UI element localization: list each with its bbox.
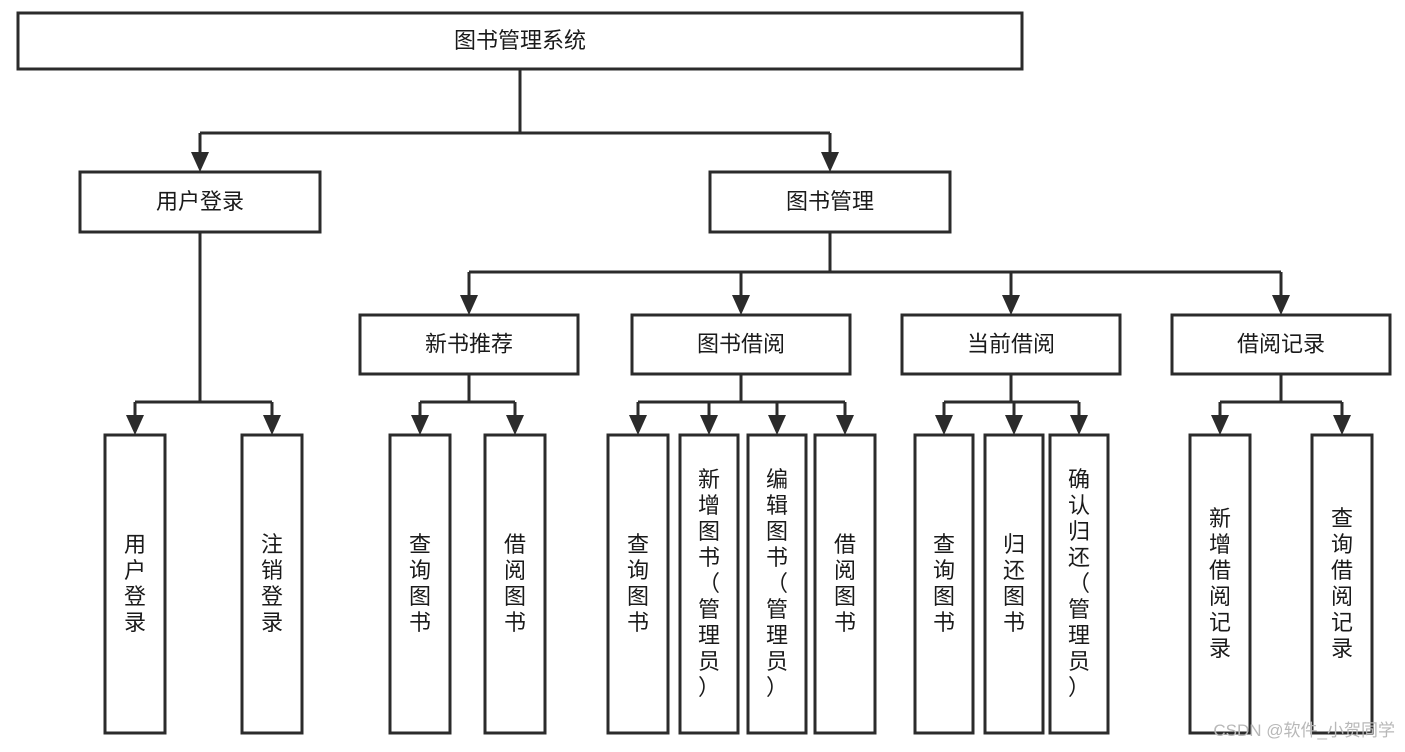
node-current-borrow[interactable]: 当前借阅: [900, 313, 1122, 376]
node-leaf-confirm-return-admin[interactable]: 确认归还（管理员）: [1048, 433, 1110, 735]
book-manage-arrow-0: [460, 295, 478, 315]
node-leaf-borrow-book-rec[interactable]: 借阅图书: [483, 433, 547, 735]
book-borrow-arrow-2: [768, 415, 786, 435]
book-manage-arrow-1: [732, 295, 750, 315]
node-leaf-query-borrow-record[interactable]: 查询借阅记录: [1310, 433, 1374, 735]
borrow-record-arrow-0: [1211, 415, 1229, 435]
node-leaf-query-book-borrow[interactable]: 查询图书: [606, 433, 670, 735]
node-box-leaf-return-book[interactable]: [983, 433, 1045, 735]
node-box-leaf-confirm-return-admin[interactable]: [1048, 433, 1110, 735]
node-label-leaf-query-book-borrow: 查询图书: [627, 532, 649, 635]
node-leaf-query-book-current[interactable]: 查询图书: [913, 433, 975, 735]
user-login-arrow-1: [263, 415, 281, 435]
node-box-book-manage[interactable]: [708, 170, 952, 234]
node-new-book-recommend[interactable]: 新书推荐: [358, 313, 580, 376]
node-layer: 图书管理系统用户登录图书管理新书推荐图书借阅当前借阅借阅记录用户登录注销登录查询…: [16, 11, 1392, 735]
node-leaf-add-borrow-record[interactable]: 新增借阅记录: [1188, 433, 1252, 735]
connector-layer: [126, 69, 1351, 435]
node-label-leaf-edit-book-admin: 编辑图书（管理员）: [766, 467, 788, 700]
node-label-user-login: 用户登录: [156, 189, 244, 214]
node-box-leaf-borrow-book-rec[interactable]: [483, 433, 547, 735]
node-root[interactable]: 图书管理系统: [16, 11, 1024, 71]
node-leaf-edit-book-admin[interactable]: 编辑图书（管理员）: [746, 433, 808, 735]
node-label-leaf-logout: 注销登录: [261, 532, 283, 635]
node-user-login[interactable]: 用户登录: [78, 170, 322, 234]
current-borrow-arrow-1: [1005, 415, 1023, 435]
borrow-record-arrow-1: [1333, 415, 1351, 435]
node-label-leaf-user-login: 用户登录: [124, 532, 146, 635]
node-label-leaf-add-borrow-record: 新增借阅记录: [1209, 506, 1231, 661]
node-box-leaf-edit-book-admin[interactable]: [746, 433, 808, 735]
node-box-new-book-recommend[interactable]: [358, 313, 580, 376]
node-box-leaf-logout[interactable]: [240, 433, 304, 735]
node-book-manage[interactable]: 图书管理: [708, 170, 952, 234]
node-box-leaf-borrow-book[interactable]: [813, 433, 877, 735]
node-label-leaf-query-book-rec: 查询图书: [409, 532, 431, 635]
node-label-leaf-borrow-book-rec: 借阅图书: [504, 532, 526, 635]
node-label-new-book-recommend: 新书推荐: [425, 331, 513, 356]
node-box-leaf-add-borrow-record[interactable]: [1188, 433, 1252, 735]
book-borrow-arrow-0: [629, 415, 647, 435]
book-borrow-arrow-3: [836, 415, 854, 435]
node-label-leaf-query-borrow-record: 查询借阅记录: [1331, 506, 1353, 661]
node-label-leaf-confirm-return-admin: 确认归还（管理员）: [1068, 467, 1090, 700]
node-box-current-borrow[interactable]: [900, 313, 1122, 376]
node-leaf-query-book-rec[interactable]: 查询图书: [388, 433, 452, 735]
node-label-leaf-add-book-admin: 新增图书（管理员）: [698, 467, 720, 700]
root-arrow-0: [191, 152, 209, 172]
node-label-leaf-query-book-current: 查询图书: [933, 532, 955, 635]
node-book-borrow[interactable]: 图书借阅: [630, 313, 852, 376]
node-borrow-record[interactable]: 借阅记录: [1170, 313, 1392, 376]
node-box-leaf-user-login[interactable]: [103, 433, 167, 735]
node-box-root[interactable]: [16, 11, 1024, 71]
node-box-leaf-query-book-rec[interactable]: [388, 433, 452, 735]
root-arrow-1: [821, 152, 839, 172]
node-label-current-borrow: 当前借阅: [967, 331, 1055, 356]
node-box-borrow-record[interactable]: [1170, 313, 1392, 376]
current-borrow-arrow-2: [1070, 415, 1088, 435]
node-box-leaf-query-book-current[interactable]: [913, 433, 975, 735]
new-book-recommend-arrow-1: [506, 415, 524, 435]
book-manage-arrow-3: [1272, 295, 1290, 315]
new-book-recommend-arrow-0: [411, 415, 429, 435]
node-leaf-add-book-admin[interactable]: 新增图书（管理员）: [678, 433, 740, 735]
user-login-arrow-0: [126, 415, 144, 435]
node-leaf-user-login[interactable]: 用户登录: [103, 433, 167, 735]
node-box-leaf-add-book-admin[interactable]: [678, 433, 740, 735]
book-borrow-arrow-1: [700, 415, 718, 435]
node-box-user-login[interactable]: [78, 170, 322, 234]
node-leaf-logout[interactable]: 注销登录: [240, 433, 304, 735]
node-leaf-borrow-book[interactable]: 借阅图书: [813, 433, 877, 735]
node-label-leaf-return-book: 归还图书: [1003, 532, 1025, 635]
current-borrow-arrow-0: [935, 415, 953, 435]
book-manage-arrow-2: [1002, 295, 1020, 315]
node-label-root: 图书管理系统: [454, 28, 586, 53]
node-label-leaf-borrow-book: 借阅图书: [834, 532, 856, 635]
node-label-book-manage: 图书管理: [786, 189, 874, 214]
node-label-book-borrow: 图书借阅: [697, 331, 785, 356]
node-leaf-return-book[interactable]: 归还图书: [983, 433, 1045, 735]
node-box-leaf-query-borrow-record[interactable]: [1310, 433, 1374, 735]
node-box-book-borrow[interactable]: [630, 313, 852, 376]
node-label-borrow-record: 借阅记录: [1237, 331, 1325, 356]
node-box-leaf-query-book-borrow[interactable]: [606, 433, 670, 735]
